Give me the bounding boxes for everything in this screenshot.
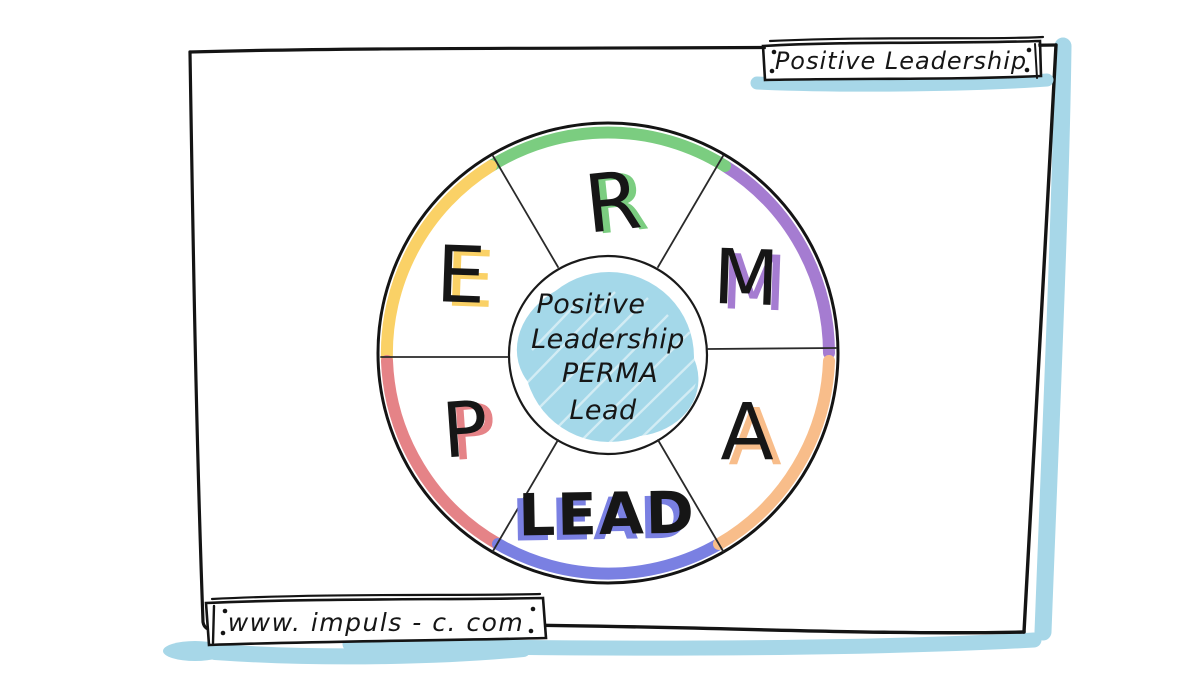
center-text: Positive Leadership PERMA Lead [531, 289, 685, 426]
segment-lead: LEAD LEAD [512, 478, 697, 554]
center-scribble [516, 272, 700, 447]
word-lead-highlight: LEAD [512, 484, 691, 555]
wheel-outer-circle [376, 121, 840, 585]
segment-accomplishment: A A [720, 388, 781, 483]
title-badge-border [761, 35, 1045, 82]
title-badge-label: Positive Leadership [775, 47, 1027, 75]
divider-lower-left [492, 439, 559, 552]
letter-r: R [580, 153, 645, 251]
center-line-3: PERMA [562, 358, 658, 389]
rim-arcs [380, 126, 835, 580]
frame-shadow-right [1034, 37, 1072, 641]
scribble-streaks [524, 291, 700, 447]
divider-right [707, 347, 837, 350]
center-line-4: Lead [569, 395, 637, 426]
center-line-1: Positive [536, 289, 645, 320]
website-badge-bg [206, 598, 546, 645]
segment-dividers [380, 155, 837, 552]
letter-a: A [720, 388, 773, 478]
website-badge: www. impuls - c. com [163, 592, 548, 665]
perma-wheel: Positive Leadership PERMA Lead R R M M A… [376, 121, 840, 585]
title-badge-shadow [750, 73, 1054, 92]
title-badge-dots [769, 47, 1032, 74]
letter-p-highlight: P [447, 386, 499, 478]
website-badge-dots [220, 606, 536, 636]
segment-relationships: R R [580, 153, 652, 253]
frame-shadow [342, 37, 1072, 656]
website-badge-shadow [207, 641, 531, 665]
word-lead: LEAD [518, 478, 697, 549]
scribble-blob-3 [545, 311, 699, 437]
segment-labels: R R M M A A LEAD LEAD P P E E [435, 153, 789, 554]
arc-relationships [485, 126, 731, 172]
letter-e-highlight: E [444, 234, 496, 326]
arc-accomplishment [713, 355, 835, 550]
letter-a-highlight: A [728, 393, 781, 483]
divider-lower-right [657, 439, 724, 552]
frame-left [188, 50, 216, 632]
letter-p: P [439, 384, 491, 476]
divider-upper-left [492, 155, 559, 268]
frame-shadow-bottom [342, 632, 1042, 656]
segment-positive-emotion: P P [439, 384, 499, 478]
letter-m-highlight: M [720, 237, 789, 328]
title-badge: Positive Leadership [750, 35, 1054, 92]
segment-meaning: M M [712, 232, 789, 329]
center-line-2: Leadership [531, 324, 685, 355]
arc-positive-emotion [381, 355, 504, 550]
letter-m: M [712, 232, 781, 323]
arc-engagement [380, 160, 497, 367]
letter-e: E [435, 230, 487, 322]
letter-r-highlight: R [587, 155, 652, 253]
frame-right [1022, 43, 1058, 634]
title-badge-bg [764, 41, 1041, 80]
arc-meaning [719, 160, 835, 359]
segment-engagement: E E [435, 230, 496, 326]
website-badge-label: www. impuls - c. com [228, 608, 525, 637]
arc-lead [492, 538, 725, 580]
divider-upper-right [657, 155, 724, 268]
website-badge-border [204, 592, 548, 647]
